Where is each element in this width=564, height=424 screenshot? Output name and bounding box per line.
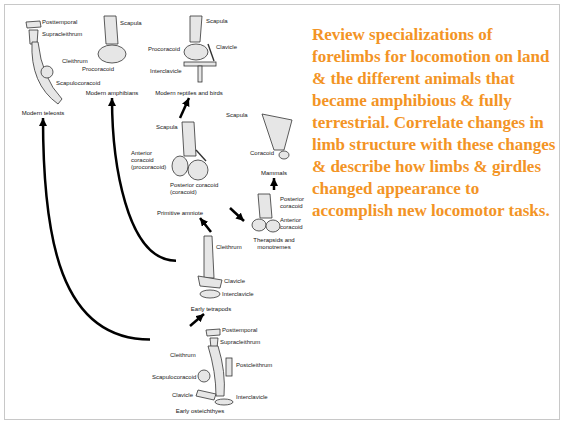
therapsid-girdle [252, 194, 280, 232]
evolution-arrow [190, 314, 204, 326]
figure-caption: Therapsids and monotremes [244, 237, 304, 251]
amniote-girdle [172, 122, 208, 180]
bone-label: Procoracoid [82, 66, 114, 73]
reptile-girdle [184, 16, 216, 82]
bone-label: Anterior coracoid [280, 217, 308, 231]
bone-label: Scapula [120, 20, 142, 27]
bone-label: Scapulocoracoid [56, 80, 100, 87]
bone-label: Posttemporal [42, 19, 77, 26]
bone-label: Clavicle [224, 278, 245, 285]
bone-label: Cleithrum [62, 58, 88, 65]
evolution-arrow [112, 98, 176, 261]
bone-label: Procoracoid [148, 46, 180, 53]
evolution-arrow [230, 208, 244, 221]
figure-caption: Modern amphibians [86, 90, 139, 97]
bone-label: Cleithrum [170, 352, 196, 359]
bone-label: Scapula [206, 18, 228, 25]
figure-caption: Early tetrapods [191, 306, 231, 313]
bone-label: Cleithrum [216, 244, 242, 251]
bone-label: Interclavicle [236, 394, 268, 401]
bone-label: Interclavicle [150, 68, 182, 75]
lineage-figure: Modern reptiles and birds [150, 14, 228, 98]
figure-caption: Modern reptiles and birds [155, 90, 223, 97]
bone-label: Clavicle [172, 392, 193, 399]
slide-text: Review specializations of forelimbs for … [312, 24, 558, 222]
bone-label: Coracoid [250, 150, 274, 157]
bone-label: Interclavicle [222, 291, 254, 298]
bone-label: Scapula [226, 112, 248, 119]
figure-caption: Mammals [261, 170, 287, 177]
evolution-arrow [273, 178, 276, 190]
bone-label: Postcleithrum [236, 362, 272, 369]
bone-label: Scapulocoracoid [152, 374, 196, 381]
evolution-arrow [200, 218, 211, 232]
bone-label: Posttemporal [222, 327, 257, 334]
lineage-figure: Mammals [246, 112, 302, 178]
bone-label: Scapula [156, 124, 178, 131]
bone-label: Supracleithrum [42, 31, 82, 38]
figure-caption: Primitive amniote [157, 210, 203, 217]
figure-caption: Modern teleosts [22, 110, 65, 117]
evolution-arrow [180, 98, 189, 118]
bone-label: Clavicle [216, 44, 237, 51]
bone-label: Posterior coracoid (coracoid) [170, 182, 228, 196]
bone-label: Anterior coracoid (procoracoid) [131, 150, 171, 171]
bone-label: Supracleithrum [220, 339, 260, 346]
slide-frame [5, 5, 560, 420]
figure-caption: Early osteichthyes [176, 408, 225, 415]
bone-label: Posterior coracoid [280, 196, 308, 210]
